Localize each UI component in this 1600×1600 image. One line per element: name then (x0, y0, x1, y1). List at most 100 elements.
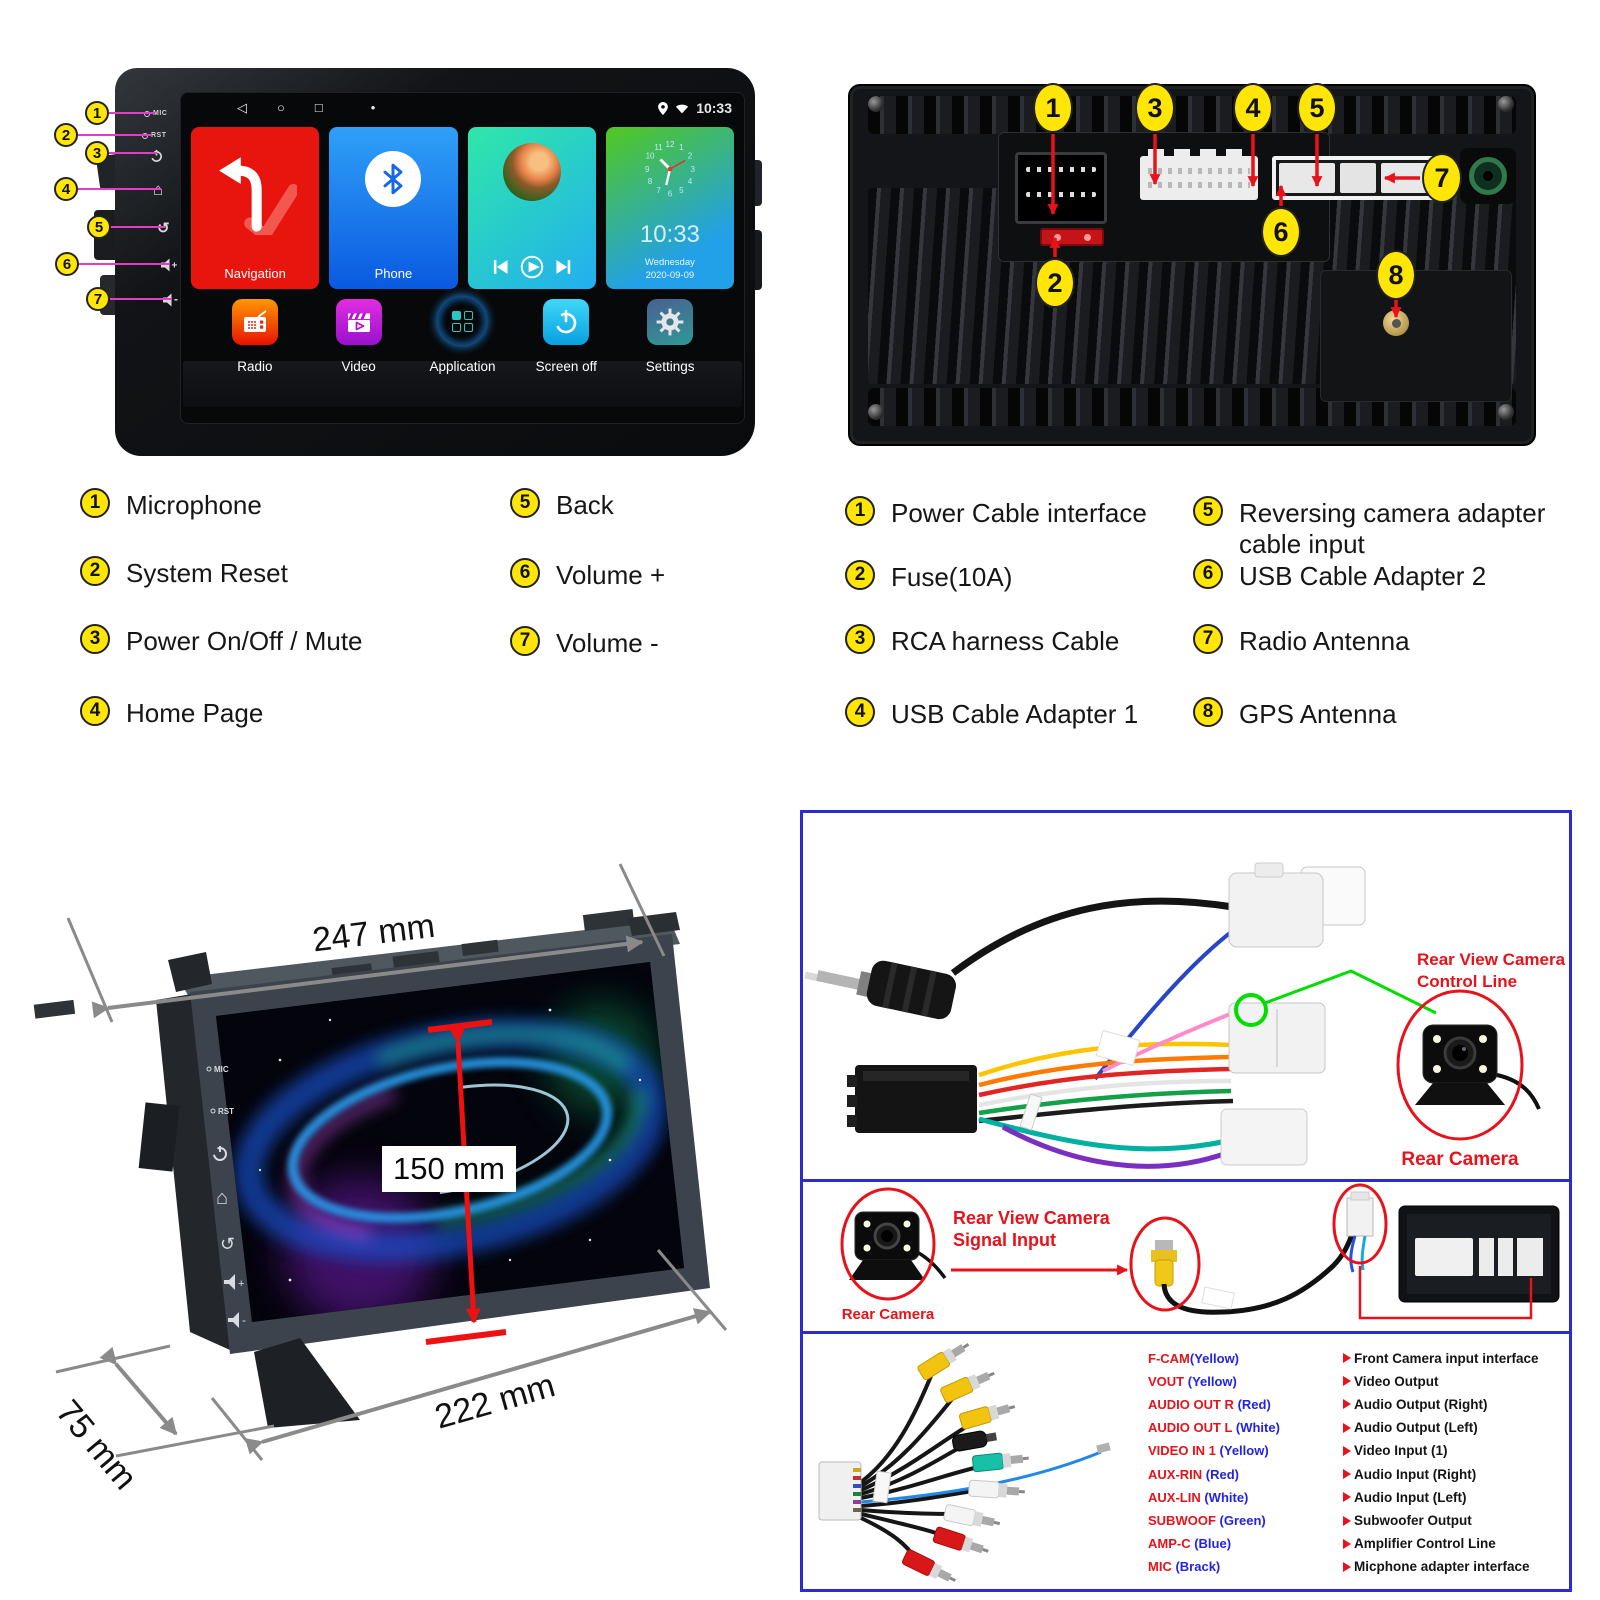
nav-recents-icon[interactable]: □ (314, 100, 323, 115)
phone-card[interactable]: Phone (329, 127, 458, 289)
rear-callout-1: 1 (1033, 83, 1073, 133)
svg-text:+: + (172, 261, 178, 272)
home-button-icon[interactable]: ⌂ (153, 180, 164, 200)
rear-camera-label: Rear Camera (1401, 1149, 1519, 1170)
callout-line (109, 152, 157, 154)
zip-tie (872, 1470, 892, 1504)
dock-label: Radio (237, 359, 273, 374)
multipin-connector (818, 1461, 862, 1521)
white-connectors (1220, 862, 1366, 1166)
svg-text:4: 4 (688, 177, 693, 186)
dock-item-application[interactable]: Application (423, 297, 501, 423)
radio-antenna-socket[interactable] (1460, 148, 1516, 204)
wiring-section: Rear View Camera Control Line Rear Camer… (800, 810, 1572, 1592)
dock-item-radio[interactable]: Radio (216, 297, 294, 423)
antenna-plug (804, 960, 956, 1020)
svg-text:6: 6 (668, 190, 673, 199)
callout-2: 2 (54, 123, 78, 147)
screw (1498, 404, 1514, 420)
left-side (156, 994, 230, 1350)
callout-7: 7 (86, 287, 110, 311)
rca-row: AUX-LIN (White)Audio Input (Left) (1148, 1489, 1467, 1505)
callout-1: 1 (85, 101, 109, 125)
svg-text:3: 3 (690, 165, 695, 174)
radio-icon (231, 299, 278, 345)
music-card[interactable] (467, 127, 596, 289)
rca-octopus-drawing (818, 1343, 1111, 1582)
back-button-icon[interactable]: ↺ (157, 220, 171, 237)
svg-text:⌂: ⌂ (216, 1187, 228, 1209)
top-vent-slots (868, 96, 1516, 134)
volume-down-button-icon[interactable]: - (163, 293, 181, 307)
svg-text:1: 1 (679, 143, 684, 152)
cable-label (1201, 1286, 1235, 1310)
usb-camera-connector-group[interactable] (1272, 156, 1450, 200)
bezel-icons: MIC RST ⌂ ↺ + - (206, 1065, 246, 1328)
navigation-card[interactable]: Navigation (191, 127, 320, 289)
rca-row: VIDEO IN 1 (Yellow)Video Input (1) (1148, 1443, 1448, 1459)
rca-row: AUDIO OUT R (Red)Audio Output (Right) (1148, 1396, 1488, 1412)
dock-item-settings[interactable]: Settings (631, 297, 709, 423)
dock-label: Video (341, 359, 376, 374)
svg-text:RST: RST (218, 1107, 234, 1116)
svg-text:10: 10 (645, 152, 654, 161)
harness-panel: Rear View Camera Control Line Rear Camer… (800, 810, 1572, 1182)
head-unit-chassis: MIC RST ⌂ ↺ + - ◁ ○ □ • 10: (115, 68, 755, 456)
volume-up-button-icon[interactable]: + (161, 258, 179, 272)
screw (868, 96, 884, 112)
socket-pointer-line (1358, 1266, 1533, 1320)
dock-item-screenoff[interactable]: Screen off (527, 297, 605, 423)
power-cable-connector[interactable] (1015, 152, 1107, 224)
digital-time: 10:33 (639, 221, 700, 248)
dimension-drawing: MIC RST ⌂ ↺ + - (33, 863, 728, 1497)
nav-back-icon[interactable]: ◁ (237, 100, 247, 115)
rear-callout-3: 3 (1135, 83, 1175, 133)
rear-callout-8: 8 (1376, 250, 1416, 300)
dock-item-video[interactable]: Video (320, 297, 398, 423)
callout-line (111, 226, 165, 228)
callout-6: 6 (55, 252, 79, 276)
dock-label: Settings (645, 359, 695, 374)
dock-label: Application (429, 359, 496, 374)
usb-adapter-1-port[interactable] (1279, 163, 1335, 193)
rca-plugs (902, 1343, 1029, 1582)
settings-gear-icon (647, 299, 694, 345)
usb-adapter-2-port[interactable] (1340, 163, 1376, 193)
galaxy-art (216, 962, 684, 1322)
bluetooth-icon (365, 151, 422, 207)
nav-home-icon[interactable]: ○ (277, 100, 285, 115)
touch-screen[interactable]: ◁ ○ □ • 10:33 (180, 92, 745, 424)
rca-cables (859, 1375, 984, 1560)
power-button-icon[interactable] (150, 149, 163, 162)
media-controls[interactable] (488, 255, 576, 279)
screw (868, 404, 884, 420)
rear-callout-7: 7 (1422, 153, 1462, 203)
status-dot-icon: • (370, 100, 376, 115)
control-line-highlight-circle (1234, 993, 1268, 1027)
callout-line (79, 263, 170, 265)
adapter-connector (1346, 1191, 1374, 1273)
rear-callout-5: 5 (1297, 83, 1337, 133)
callout-4: 4 (54, 177, 78, 201)
svg-text:MIC: MIC (214, 1065, 229, 1074)
connector-highlight-ellipse (1332, 1183, 1388, 1265)
dock: Radio Video Application (181, 293, 744, 423)
harness-drawing: Rear View Camera Control Line Rear Camer… (804, 862, 1566, 1170)
rca-row: AMP-C (Blue)Amplifier Control Line (1148, 1536, 1496, 1552)
rca-row: SUBWOOF (Green)Subwoofer Output (1148, 1513, 1472, 1529)
control-line-text-1: Rear View Camera (1417, 950, 1566, 969)
yellow-rca-plug (1151, 1220, 1361, 1315)
